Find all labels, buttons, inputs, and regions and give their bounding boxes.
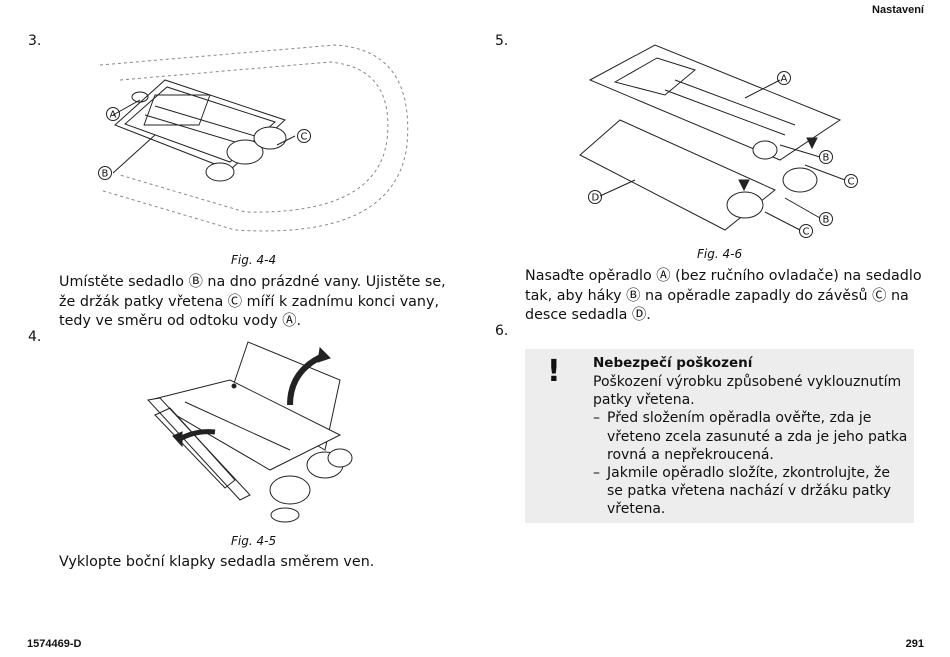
fig-4-4-caption: Fig. 4-4 (231, 253, 277, 267)
figure-4-4-seat-in-bathtub: A B C (98, 44, 409, 232)
warning-title: Nebezpečí poškození (593, 355, 753, 371)
fig44-label-c (297, 129, 311, 143)
fig44-label-b (98, 166, 112, 180)
step-3-number: 3. (28, 33, 42, 49)
fig-4-6-caption: Fig. 4-6 (697, 247, 743, 261)
warning-item-2-line-1: Jakmile opěradlo složíte, zkontrolujte, … (607, 465, 890, 482)
fig-4-5-caption: Fig. 4-5 (231, 534, 277, 548)
step-5-number: 5. (495, 33, 509, 49)
step-3-text: Umístěte sedadlo Ⓑ na dno prázdné vany. … (59, 273, 446, 332)
warning-body: Poškození výrobku způsobené vyklouznutím… (593, 373, 908, 519)
step-5-line-2: tak, aby háky Ⓑ na opěradle zapadly do z… (525, 287, 909, 304)
figure-4-6-attach-backrest: A B C B C D (579, 44, 858, 238)
fig44-label-a-text: A (110, 110, 117, 121)
step-5-text: Nasaďte opěradlo Ⓐ (bez ručního ovladače… (525, 267, 922, 326)
page-number: 291 (905, 638, 924, 650)
fig46-label-d: D (592, 193, 600, 204)
fig44-label-c-text: C (301, 132, 308, 143)
warning-intro-line-1: Poškození výrobku způsobené vyklouznutím (593, 374, 902, 390)
step-4-text: Vyklopte boční klapky sedadla směrem ven… (59, 553, 374, 573)
fig44-label-a (106, 107, 120, 121)
warning-item-2-line-3: vřetena. (607, 501, 666, 518)
warning-item-2: – Jakmile opěradlo složíte, zkontrolujte… (593, 464, 903, 519)
step-3-line-3: tedy ve směru od odtoku vody Ⓐ. (59, 313, 302, 329)
fig46-label-c-bottom: C (803, 227, 810, 238)
fig46-label-c-top: C (848, 177, 855, 188)
step-4-line-1: Vyklopte boční klapky sedadla směrem ven… (59, 554, 375, 570)
fig46-label-b-bottom: B (823, 215, 830, 226)
step-3-line-1: Umístěte sedadlo Ⓑ na dno prázdné vany. … (59, 274, 446, 290)
doc-number: 1574469-D (27, 638, 82, 650)
warning-item-1-line-2: vřeteno zcela zasunuté a zda je jeho pat… (607, 428, 908, 445)
step-5-line-3: desce sedadla Ⓓ. (525, 307, 651, 323)
warning-item-1: – Před složením opěradla ověřte, zda je … (593, 409, 908, 464)
fig46-label-b-top: B (823, 153, 830, 164)
warning-intro-line-2: patky vřetena. (593, 392, 695, 409)
figure-4-5-fold-out-flaps (147, 341, 353, 523)
fig44-label-b-text: B (102, 169, 109, 180)
step-6-number: 6. (495, 323, 509, 339)
step-5-line-1: Nasaďte opěradlo Ⓐ (bez ručního ovladače… (525, 268, 922, 284)
fig46-label-a: A (781, 74, 788, 85)
warning-item-2-line-2: se patka vřetena nachází v držáku patky (607, 483, 891, 500)
step-3-line-2: že držák patky vřetena Ⓒ míří k zadnímu … (59, 293, 439, 310)
step-4-number: 4. (28, 329, 42, 345)
warning-item-1-line-1: Před složením opěradla ověřte, zda je (607, 410, 872, 427)
bullet-dash: – (593, 410, 600, 427)
warning-item-1-line-3: rovná a nepřekroucená. (607, 446, 774, 463)
warning-exclamation-icon: ! (547, 354, 561, 389)
damage-warning-box (525, 349, 914, 523)
bullet-dash: – (593, 465, 600, 482)
section-header: Nastavení (872, 4, 924, 16)
